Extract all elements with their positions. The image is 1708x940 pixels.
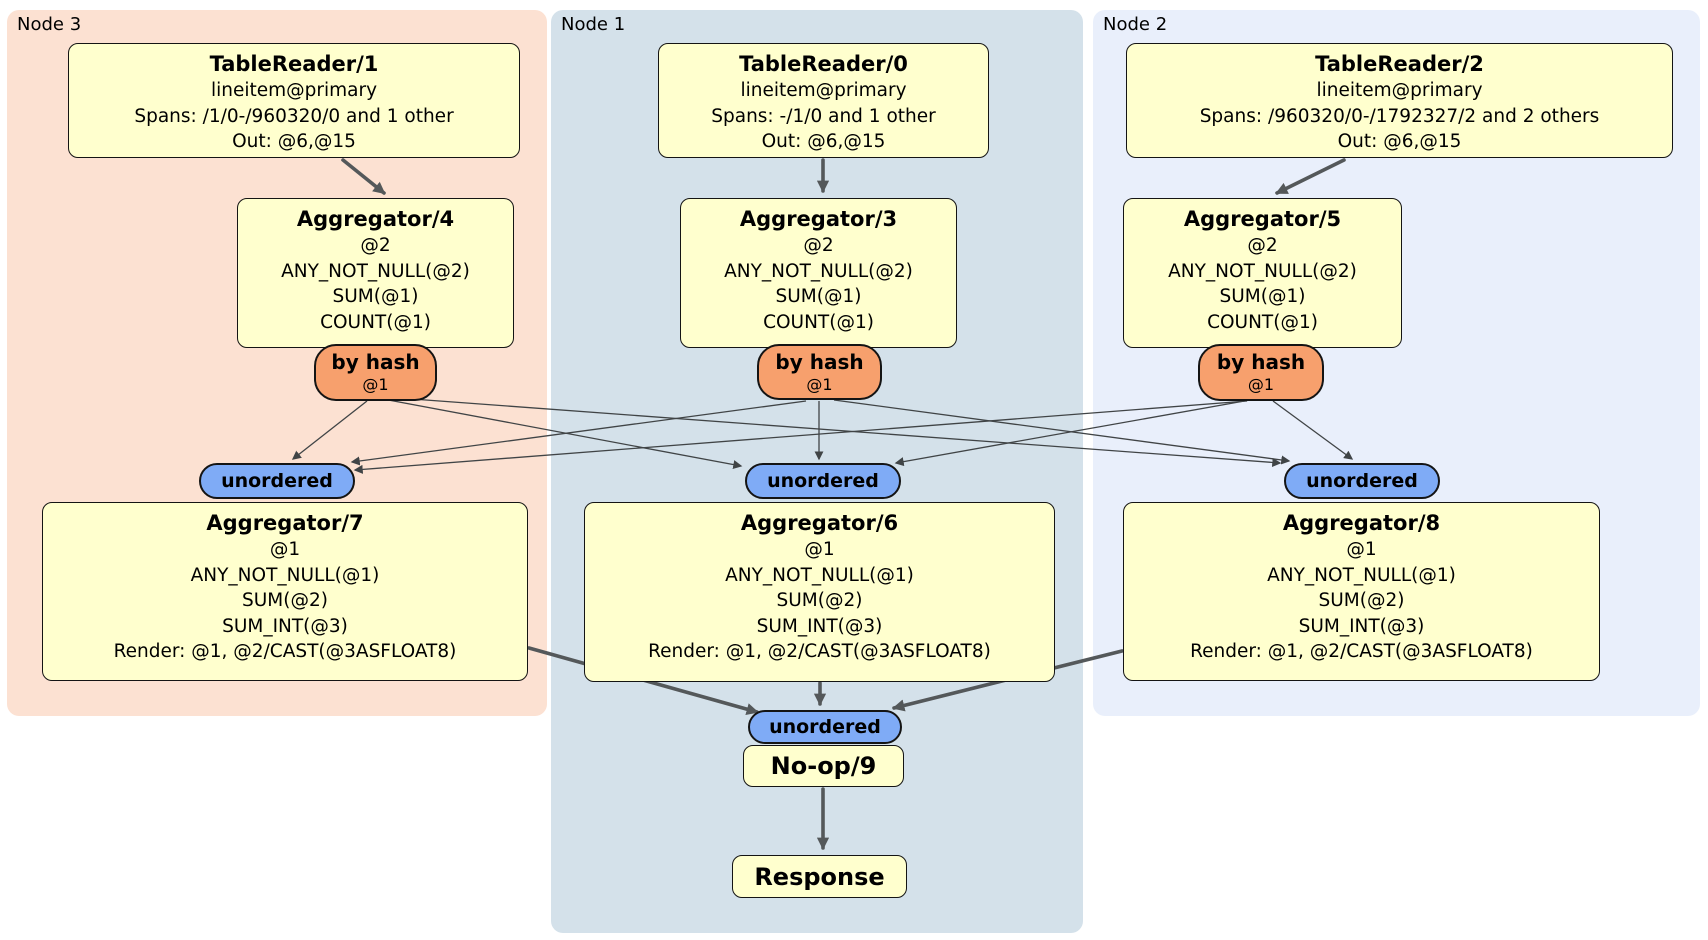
processor-aggregator-6: Aggregator/6 @1 ANY_NOT_NULL(@1) SUM(@2)… [584, 502, 1055, 682]
unordered-sync-label: unordered [767, 470, 879, 492]
processor-title: TableReader/2 [1315, 52, 1484, 76]
edge-hash5-unordered7 [353, 400, 1248, 474]
node3-label: Node 3 [17, 14, 82, 35]
processor-line: lineitem@primary [1316, 80, 1483, 101]
processor-noop-9: No-op/9 [743, 745, 904, 787]
processor-aggregator-4: Aggregator/4 @2 ANY_NOT_NULL(@2) SUM(@1)… [237, 198, 514, 348]
processor-line: SUM(@1) [1219, 286, 1306, 307]
processor-line: SUM(@2) [776, 590, 863, 611]
unordered-sync-agg8: unordered [1284, 463, 1440, 499]
unordered-sync-label: unordered [769, 716, 881, 738]
processor-aggregator-8: Aggregator/8 @1 ANY_NOT_NULL(@1) SUM(@2)… [1123, 502, 1600, 681]
processor-tablereader-0: TableReader/0 lineitem@primary Spans: -/… [658, 43, 989, 158]
edge-hash4-unordered7 [291, 400, 368, 460]
edge-hash5-unordered8 [1272, 400, 1354, 460]
hash-router-agg3: by hash @1 [757, 344, 882, 400]
processor-line: SUM(@2) [1318, 590, 1405, 611]
processor-line: lineitem@primary [210, 80, 378, 101]
processor-line: COUNT(@1) [320, 311, 431, 333]
processor-line: Spans: -/1/0 and 1 other [711, 105, 936, 127]
processor-line: Render: @1, @2/CAST(@3ASFLOAT8) [113, 641, 457, 662]
processor-line: COUNT(@1) [763, 311, 874, 333]
processor-title: Aggregator/4 [296, 207, 455, 231]
processor-title: Response [754, 862, 885, 891]
processor-title: Aggregator/3 [739, 207, 898, 231]
unordered-sync-noop: unordered [748, 710, 902, 744]
processor-line: SUM(@1) [332, 286, 419, 307]
processor-line: @1 [269, 539, 301, 560]
hash-router-detail: @1 [806, 375, 833, 394]
processor-line: Out: @6,@15 [1337, 131, 1462, 152]
processor-line: ANY_NOT_NULL(@2) [1168, 260, 1357, 282]
processor-response: Response [732, 855, 907, 898]
processor-line: SUM(@1) [775, 286, 862, 307]
processor-line: SUM_INT(@3) [1298, 615, 1425, 637]
hash-router-detail: @1 [1247, 375, 1275, 394]
edge-hash3-unordered8 [833, 399, 1291, 465]
processor-aggregator-3: Aggregator/3 @2 ANY_NOT_NULL(@2) SUM(@1)… [680, 198, 957, 348]
edge-hash4-unordered8 [384, 396, 1282, 467]
edge-hash3-unordered7 [350, 400, 807, 466]
processor-line: ANY_NOT_NULL(@2) [724, 260, 913, 282]
processor-title: No-op/9 [770, 752, 877, 780]
processor-line: SUM_INT(@3) [756, 615, 883, 637]
processor-line: SUM_INT(@3) [222, 615, 348, 637]
processor-line: ANY_NOT_NULL(@2) [281, 260, 470, 282]
hash-router-detail: @1 [362, 375, 389, 394]
processor-line: SUM(@2) [242, 590, 328, 611]
processor-title: TableReader/0 [739, 52, 908, 76]
processor-title: TableReader/1 [209, 52, 379, 76]
processor-title: Aggregator/5 [1183, 207, 1342, 231]
processor-line: ANY_NOT_NULL(@1) [190, 564, 380, 586]
unordered-sync-label: unordered [221, 470, 333, 492]
hash-router-agg4: by hash @1 [314, 344, 437, 401]
edge-tr2-agg5 [1275, 158, 1346, 195]
unordered-sync-label: unordered [1306, 470, 1418, 492]
processor-line: @2 [1247, 235, 1278, 256]
processor-line: Render: @1, @2/CAST(@3ASFLOAT8) [1190, 641, 1533, 662]
processor-line: @1 [804, 539, 835, 560]
edge-hash5-unordered6 [894, 399, 1251, 467]
processor-line: @2 [360, 235, 391, 256]
unordered-sync-agg6: unordered [745, 463, 901, 499]
processor-line: Spans: /1/0-/960320/0 and 1 other [134, 105, 454, 127]
processor-tablereader-2: TableReader/2 lineitem@primary Spans: /9… [1126, 43, 1673, 158]
processor-line: ANY_NOT_NULL(@1) [725, 564, 914, 586]
processor-line: ANY_NOT_NULL(@1) [1267, 564, 1456, 586]
processor-line: Out: @6,@15 [232, 131, 356, 152]
processor-line: Out: @6,@15 [761, 131, 886, 152]
processor-line: @1 [1346, 539, 1377, 560]
processor-tablereader-1: TableReader/1 lineitem@primary Spans: /1… [68, 43, 520, 158]
hash-router-label: by hash [775, 350, 864, 374]
unordered-sync-agg7: unordered [199, 463, 355, 499]
hash-router-label: by hash [331, 350, 420, 374]
processor-line: Spans: /960320/0-/1792327/2 and 2 others [1199, 105, 1600, 127]
processor-title: Aggregator/8 [1282, 511, 1441, 535]
node2-label: Node 2 [1103, 14, 1168, 35]
processor-line: @2 [803, 235, 834, 256]
processor-title: Aggregator/7 [206, 511, 364, 535]
edge-hash4-unordered6 [382, 398, 743, 470]
processor-line: Render: @1, @2/CAST(@3ASFLOAT8) [648, 641, 991, 662]
processor-aggregator-7: Aggregator/7 @1 ANY_NOT_NULL(@1) SUM(@2)… [42, 502, 528, 681]
hash-router-label: by hash [1216, 350, 1306, 374]
edge-tr1-agg4 [341, 158, 386, 195]
processor-line: COUNT(@1) [1207, 311, 1318, 333]
processor-aggregator-5: Aggregator/5 @2 ANY_NOT_NULL(@2) SUM(@1)… [1123, 198, 1402, 348]
node1-label: Node 1 [561, 14, 626, 35]
hash-router-agg5: by hash @1 [1198, 344, 1324, 401]
processor-title: Aggregator/6 [740, 511, 899, 535]
processor-line: lineitem@primary [740, 80, 907, 101]
